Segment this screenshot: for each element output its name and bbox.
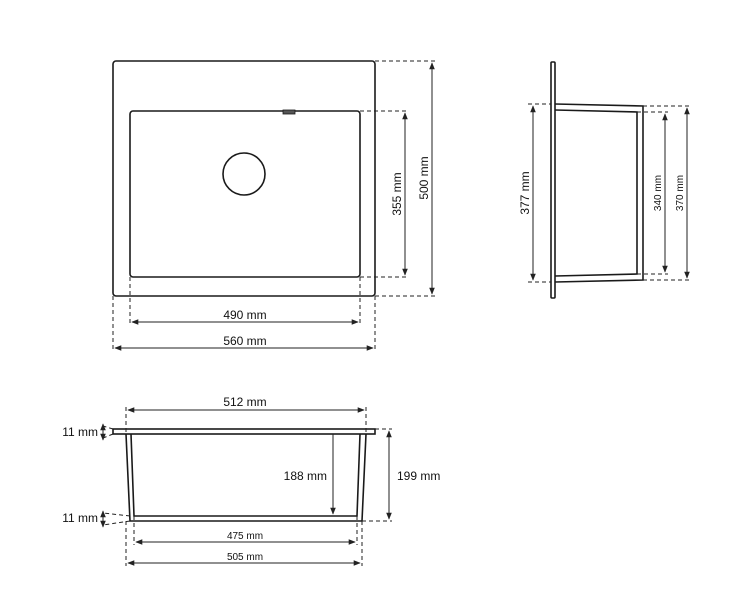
side-bowl-outer [554,103,644,283]
dim-outer-depth: 199 mm [397,469,440,483]
overflow-icon [282,109,296,115]
front-bowl-outer [125,433,367,522]
front-bowl-inner [130,433,361,517]
side-view: 377 mm 340 mm 370 mm [518,61,690,299]
dim-front-top-width: 512 mm [223,395,266,409]
dim-height-inner: 355 mm [390,172,404,215]
top-view: 490 mm 560 mm 355 mm 500 mm [112,60,436,351]
dim-inner-depth: 188 mm [284,469,327,483]
sink-bowl [129,110,361,278]
dim-bottom-thickness: 11 mm [62,511,98,525]
dim-side-outer: 370 mm [675,175,686,211]
sink-outer-rim [112,60,376,297]
dim-bottom-outer-width: 505 mm [227,552,263,563]
dim-width-inner: 490 mm [223,308,266,322]
front-flange [112,428,376,435]
dim-side-total: 377 mm [518,171,532,214]
dim-height-outer: 500 mm [417,156,431,199]
drain-icon [222,152,266,196]
dim-flange-thickness: 11 mm [62,425,98,439]
front-view: 512 mm 11 mm 11 mm 188 mm 199 mm 475 mm … [62,395,440,566]
dim-side-inner: 340 mm [653,175,664,211]
dim-width-outer: 560 mm [223,334,266,348]
dim-bottom-inner-width: 475 mm [227,531,263,542]
side-bowl-inner [554,109,638,277]
side-flange [550,61,556,299]
